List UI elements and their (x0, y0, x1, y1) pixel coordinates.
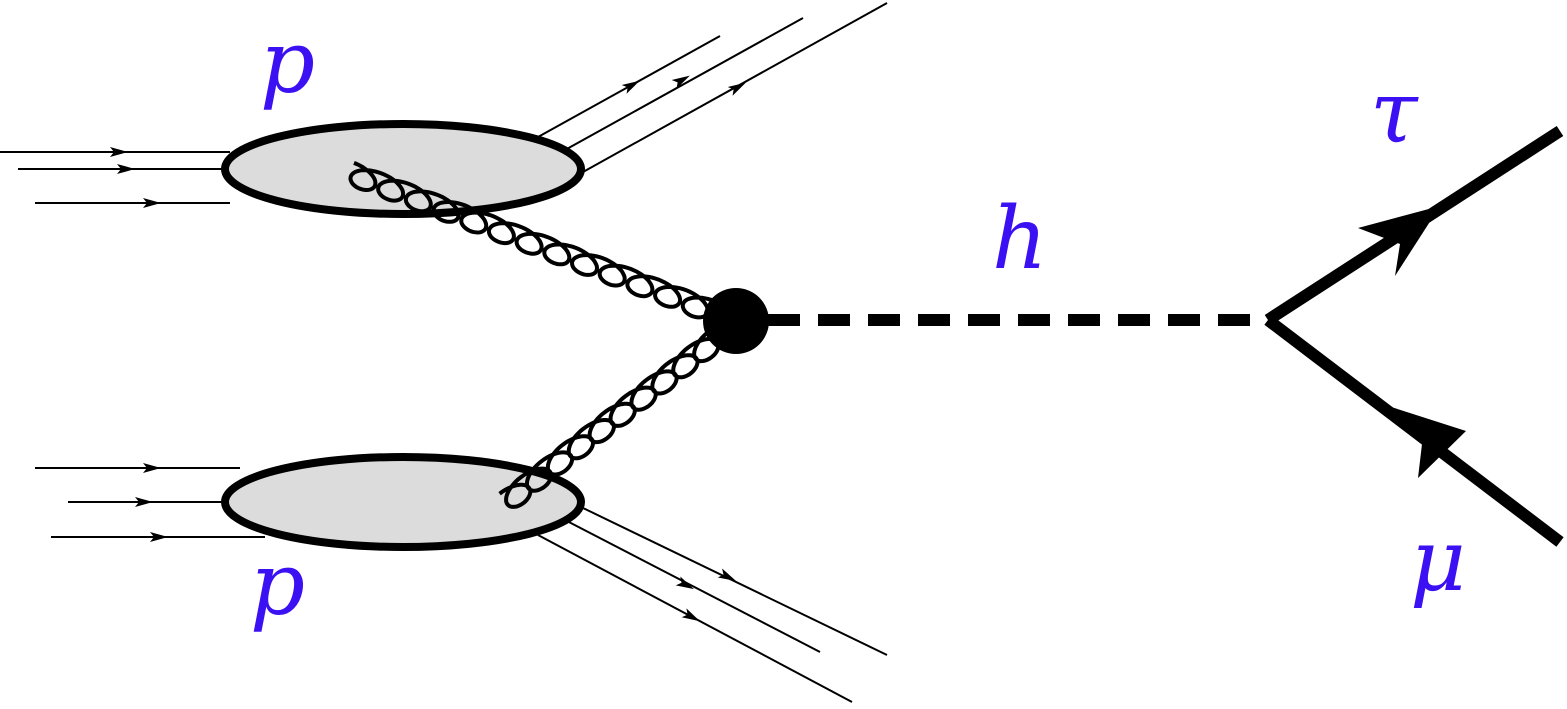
gluon-line-bottom (498, 330, 721, 509)
higgs-label: h (992, 189, 1047, 289)
tau-label: τ (1370, 63, 1419, 163)
muon-label: μ (1410, 511, 1466, 611)
outgoing-quark-lines-top (537, 2, 888, 173)
effective-vertex (703, 288, 769, 354)
proton-label-bottom: p (250, 535, 305, 635)
tau-line (1264, 125, 1564, 326)
incoming-quark-lines-top (0, 147, 230, 208)
proton-blob-top (221, 120, 585, 218)
proton-label-top: p (260, 13, 315, 113)
proton-blob-bottom (221, 453, 585, 551)
outgoing-quark-lines-bottom (537, 507, 888, 703)
incoming-quark-lines-bottom (35, 463, 265, 542)
muon-line (1264, 315, 1564, 547)
gluon-line-top (348, 161, 715, 320)
